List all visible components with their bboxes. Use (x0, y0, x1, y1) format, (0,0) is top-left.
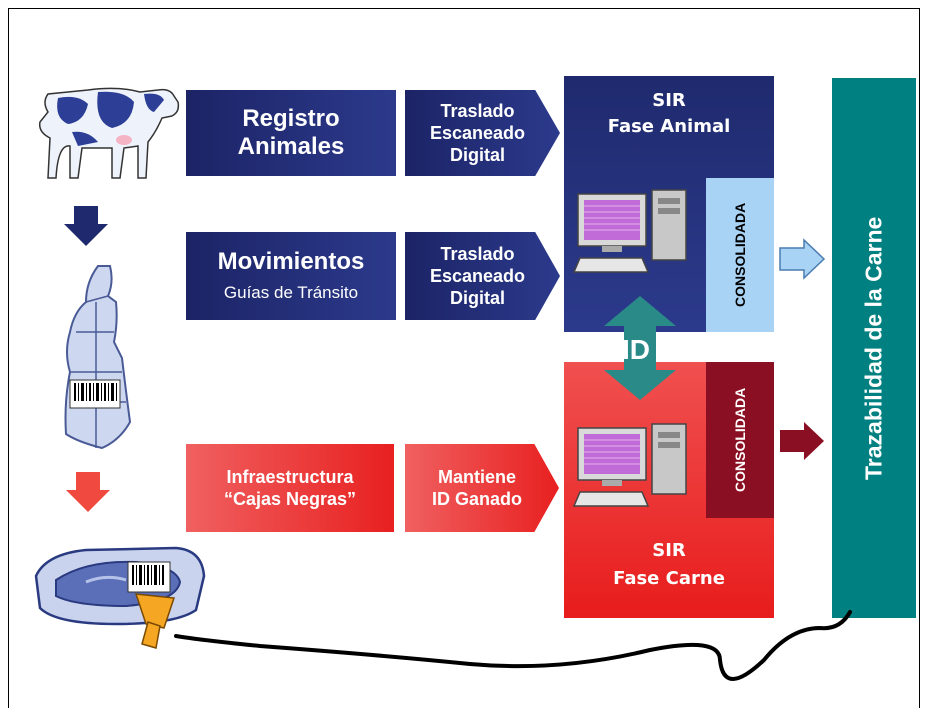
beef-carcass-icon (64, 265, 132, 450)
id-double-arrow-icon (604, 296, 676, 400)
mantiene-arrow: Mantiene ID Ganado (405, 444, 559, 532)
computer-icon (572, 189, 687, 273)
movimientos-title: Movimientos (217, 248, 365, 275)
traslado-arrow-1: Traslado Escaneado Digital (405, 90, 560, 176)
movimientos-box: Movimientos Guías de Tránsito (186, 232, 396, 320)
traslado2-line3: Digital (449, 288, 505, 308)
traslado1-line1: Traslado (440, 101, 515, 121)
diagram-frame (8, 8, 920, 708)
infra-line2: “Cajas Negras” (223, 489, 357, 509)
traslado2-line1: Traslado (440, 244, 515, 264)
barcode-scanner-icon (134, 593, 176, 649)
infraestructura-box: Infraestructura “Cajas Negras” (186, 444, 394, 532)
right-arrow-icon (780, 422, 824, 460)
right-arrow-icon (779, 238, 826, 280)
traslado1-line3: Digital (449, 145, 505, 165)
movimientos-subtitle: Guías de Tránsito (223, 283, 359, 302)
sir-animal-line2: Fase Animal (607, 116, 731, 137)
registro-animales-box: Registro Animales (186, 90, 396, 176)
infra-line1: Infraestructura (226, 467, 354, 487)
traslado2-line2: Escaneado (429, 266, 526, 286)
traslado-arrow-2: Traslado Escaneado Digital (405, 232, 560, 320)
traslado1-line2: Escaneado (429, 123, 526, 143)
computer-icon (572, 423, 687, 507)
cow-icon (38, 87, 180, 179)
registro-line2: Animales (237, 133, 345, 160)
registro-line1: Registro (242, 105, 340, 132)
sir-carne-line2: Fase Carne (613, 568, 725, 589)
mantiene-line2: ID Ganado (431, 489, 522, 509)
id-label: ID (622, 334, 650, 365)
sir-carne-line1: SIR (652, 540, 686, 561)
meat-tray-icon (34, 546, 206, 649)
sir-animal-line1: SIR (652, 90, 686, 111)
mantiene-line1: Mantiene (437, 467, 516, 487)
